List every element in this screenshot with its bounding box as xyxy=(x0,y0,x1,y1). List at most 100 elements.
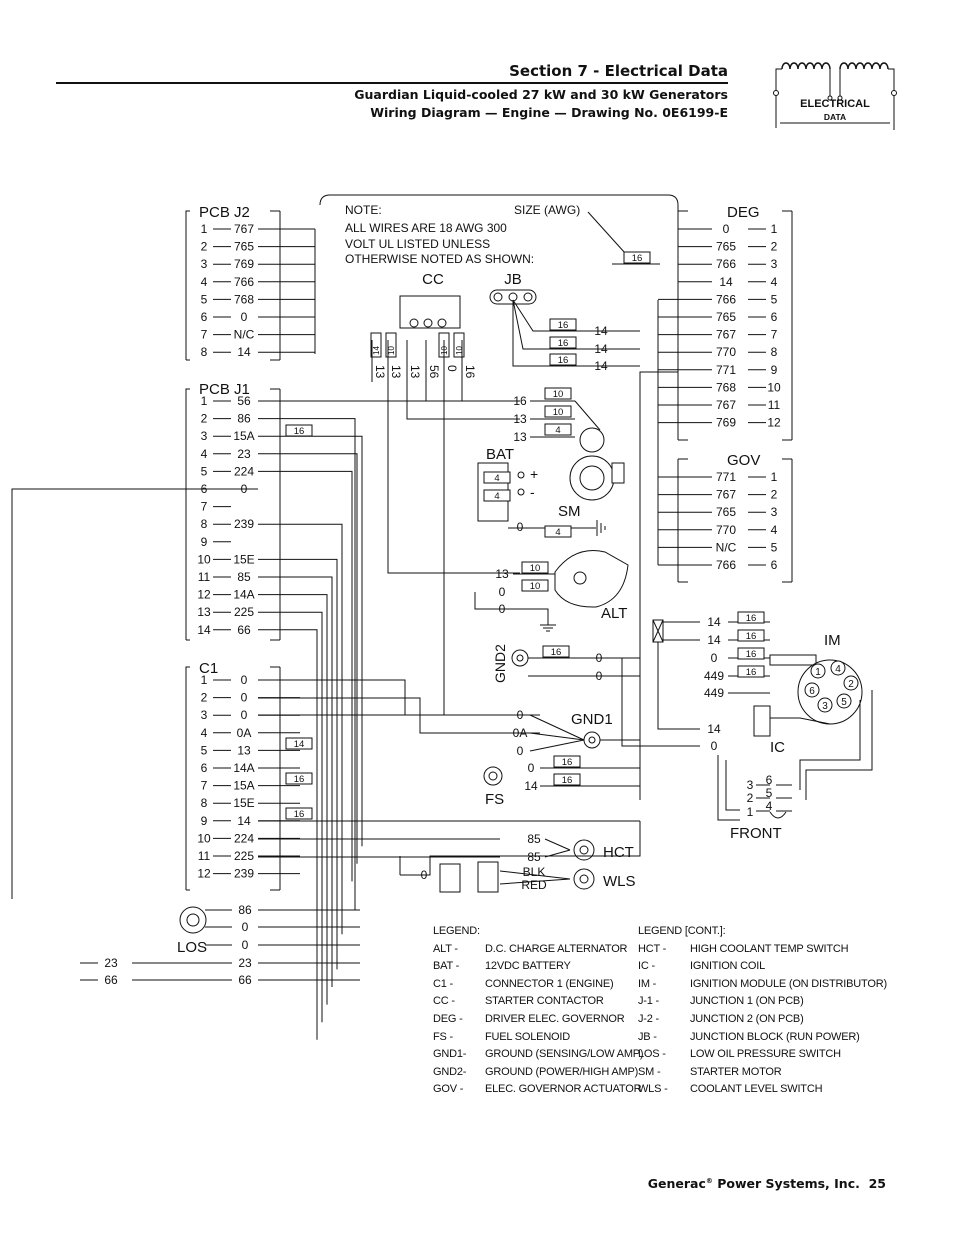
legend-entry: CC -STARTER CONTACTOR xyxy=(433,995,643,1013)
alt-ground xyxy=(474,592,549,625)
document-subtitle: Guardian Liquid-cooled 27 kW and 30 kW G… xyxy=(354,87,728,102)
gov-wire-number: 766 xyxy=(716,558,736,572)
legend-entry: DEG -DRIVER ELEC. GOVERNOR xyxy=(433,1013,643,1031)
note-size-label: SIZE (AWG) xyxy=(514,203,580,217)
j1-wire xyxy=(258,629,318,1040)
pcb-j1-wire-number: 86 xyxy=(237,412,251,426)
starter-bracket xyxy=(611,462,625,484)
legend-abbrev: JB - xyxy=(638,1030,657,1043)
note-text: OTHERWISE NOTED AS SHOWN: xyxy=(345,252,534,266)
legend-abbrev: GND1- xyxy=(433,1048,467,1061)
legend-entry: GND2-GROUND (POWER/HIGH AMP) xyxy=(433,1066,643,1084)
c1-title: C1 xyxy=(199,660,218,677)
deg-pin-number: 9 xyxy=(771,363,778,377)
deg-pin-number: 6 xyxy=(771,310,778,324)
los-wire-label: 23 xyxy=(238,956,252,970)
logo-frame xyxy=(775,68,782,128)
jb-terminal xyxy=(493,292,503,302)
j1-wire xyxy=(258,558,338,970)
battery-plus: + xyxy=(530,466,538,482)
pcb-j1-pin-number: 12 xyxy=(197,588,211,602)
gauge-label: 16 xyxy=(294,774,305,785)
bat-wire-label: 13 xyxy=(513,430,527,444)
c1-pin-number: 2 xyxy=(201,691,208,705)
legend-entry: FS -FUEL SOLENOID xyxy=(433,1031,643,1049)
gov-pin-number: 3 xyxy=(771,505,778,519)
section-title: Section 7 - Electrical Data xyxy=(509,62,728,80)
note-title: NOTE: xyxy=(345,203,382,217)
wls-wire xyxy=(499,870,571,880)
note-text: ALL WIRES ARE 18 AWG 300 xyxy=(345,221,507,235)
im-pin-label: 1 xyxy=(815,667,821,678)
deg-wire-number: 770 xyxy=(716,345,736,359)
gov-wire-number: 771 xyxy=(716,470,736,484)
legend-meaning: GROUND (POWER/HIGH AMP) xyxy=(485,1065,639,1078)
gov-wire-number: 765 xyxy=(716,505,736,519)
gauge-box xyxy=(285,807,313,820)
legend-entry: WLS -COOLANT LEVEL SWITCH xyxy=(638,1083,887,1101)
ground-icon xyxy=(596,520,606,536)
gauge-box xyxy=(544,423,572,436)
c1-wire-number: 225 xyxy=(234,849,254,863)
gauge-box xyxy=(542,645,570,658)
legend-meaning: STARTER MOTOR xyxy=(690,1065,782,1078)
im-pin-label: 6 xyxy=(809,686,815,697)
gauge-label: 16 xyxy=(294,426,305,437)
legend-entry: GOV -ELEC. GOVERNOR ACTUATOR xyxy=(433,1083,643,1101)
wls-wire xyxy=(499,878,571,885)
c1-wire-number: 14A xyxy=(233,761,254,775)
ground-icon xyxy=(540,624,556,632)
logo-dot xyxy=(837,95,843,101)
jb-label: JB xyxy=(504,271,522,288)
gov-pin-number: 5 xyxy=(771,540,778,554)
hct-label: HCT xyxy=(603,844,634,861)
logo-dot xyxy=(827,95,833,101)
gauge-box xyxy=(385,332,397,358)
legend-meaning: D.C. CHARGE ALTERNATOR xyxy=(485,942,628,955)
legend-abbrev: WLS - xyxy=(638,1083,668,1096)
deg-wire-number: 767 xyxy=(716,398,736,412)
logo-text: ELECTRICAL xyxy=(800,98,870,110)
legend-meaning: JUNCTION 1 (ON PCB) xyxy=(690,995,804,1008)
pcb-j2-wire-number: 767 xyxy=(234,222,254,236)
deg-pin-number: 8 xyxy=(771,345,778,359)
pcb-j2-pin-number: 1 xyxy=(201,222,208,236)
drawing-number: Wiring Diagram — Engine — Drawing No. 0E… xyxy=(370,105,728,120)
deg-pin-number: 4 xyxy=(771,275,778,289)
front-loop xyxy=(769,811,787,819)
gauge-box xyxy=(521,579,549,592)
pcb-j2-pin-number: 3 xyxy=(201,257,208,271)
gauge-label: 10 xyxy=(530,581,541,592)
c1-pin-number: 1 xyxy=(201,673,208,687)
deg-pin-number: 3 xyxy=(771,257,778,271)
deg-wire-number: 766 xyxy=(716,292,736,306)
gauge-box xyxy=(553,755,581,768)
pcb-j2-wire-number: 765 xyxy=(234,240,254,254)
im-label: IM xyxy=(824,632,841,649)
cc-wire-label: 13 xyxy=(408,365,422,379)
pcb-j1-title: PCB J1 xyxy=(199,381,250,398)
legend-abbrev: CC - xyxy=(433,995,455,1008)
gauge-label: 16 xyxy=(558,338,569,349)
fs-wire-label: 0 xyxy=(528,761,535,775)
j1-wire xyxy=(258,523,343,935)
c1-wire-number: 0 xyxy=(241,691,248,705)
legend-meaning: HIGH COOLANT TEMP SWITCH xyxy=(690,942,849,955)
alt-wire-label: 13 xyxy=(495,567,509,581)
legend-meaning: IGNITION COIL xyxy=(690,960,766,973)
wls-center xyxy=(579,874,589,884)
legend-abbrev: HCT - xyxy=(638,942,667,955)
jb-wire xyxy=(512,299,640,332)
cc-wire-label: 13 xyxy=(373,365,387,379)
engine-outline xyxy=(319,194,679,800)
pcb-j1-pin-number: 4 xyxy=(201,447,208,461)
pcb-j2-wire-number: 766 xyxy=(234,275,254,289)
alt-terminal xyxy=(573,571,587,585)
pcb-j1-pin-number: 11 xyxy=(198,570,211,584)
legend-abbrev: IC - xyxy=(638,960,655,973)
legend-abbrev: GOV - xyxy=(433,1083,464,1096)
gnd1-stud xyxy=(588,736,596,744)
legend-meaning: JUNCTION 2 (ON PCB) xyxy=(690,1012,804,1025)
im-pin xyxy=(843,675,859,691)
